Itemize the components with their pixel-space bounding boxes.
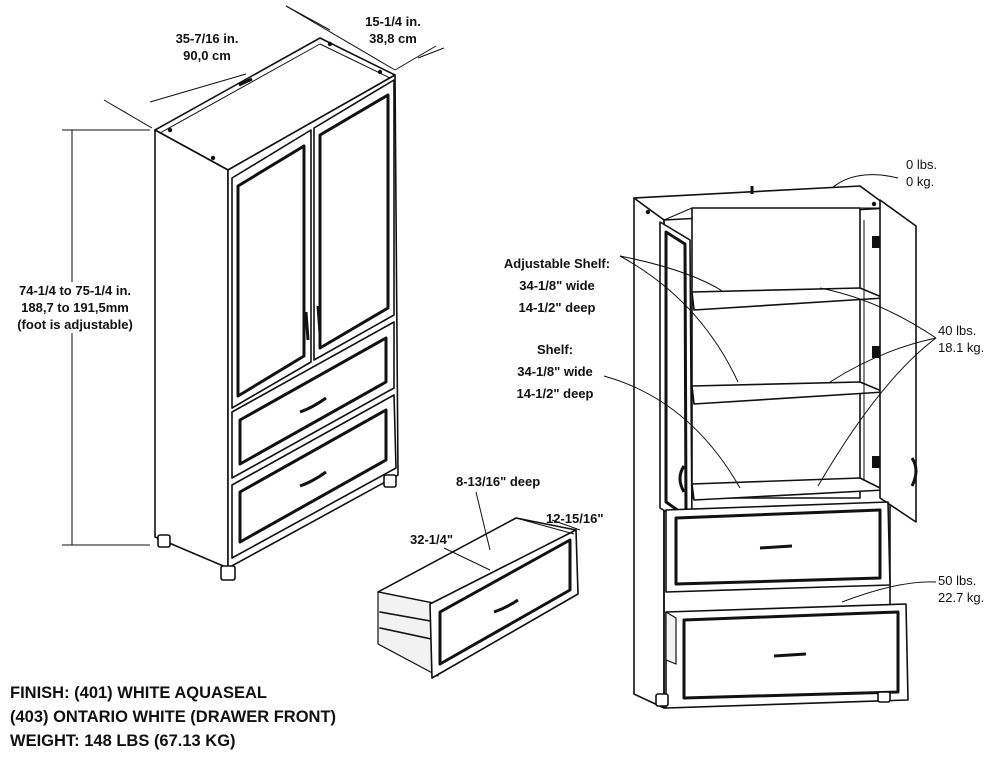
width-cm: 90,0 cm (183, 48, 231, 63)
shelf-load-label: 40 lbs. 18.1 kg. (938, 322, 984, 356)
shelf-load-kg: 18.1 kg. (938, 340, 985, 355)
drawer-height-label: 12-15/16" (546, 511, 604, 526)
adjustable-shelf-wide: 34-1/8" wide (519, 278, 595, 293)
height-note: (foot is adjustable) (17, 317, 133, 332)
finish-spec: FINISH: (401) WHITE AQUASEAL (10, 684, 267, 702)
top-load-lbs: 0 lbs. (906, 157, 938, 172)
depth-dimension-label: 15-1/4 in. 38,8 cm (348, 13, 438, 47)
height-inches: 74-1/4 to 75-1/4 in. (19, 283, 131, 298)
drawer-load-kg: 22.7 kg. (938, 590, 985, 605)
drawer-load-lbs: 50 lbs. (938, 573, 977, 588)
shelf-deep: 14-1/2" deep (516, 386, 594, 401)
shelf-title: Shelf: (536, 342, 574, 357)
shelf-label: Shelf: 34-1/8" wide 14-1/2" deep (500, 339, 610, 405)
adjustable-shelf-label: Adjustable Shelf: 34-1/8" wide 14-1/2" d… (492, 253, 622, 319)
closed-cabinet (62, 5, 445, 581)
drawer-front-spec: (403) ONTARIO WHITE (DRAWER FRONT) (10, 708, 337, 726)
height-dimension-label: 74-1/4 to 75-1/4 in. 188,7 to 191,5mm (f… (0, 282, 150, 333)
adjustable-shelf-deep: 14-1/2" deep (518, 300, 596, 315)
drawer-width-label: 32-1/4" (410, 532, 454, 547)
adjustable-shelf-title: Adjustable Shelf: (503, 256, 611, 271)
shelf-load-lbs: 40 lbs. (938, 323, 977, 338)
depth-inches: 15-1/4 in. (365, 14, 421, 29)
drawer-depth-label: 8-13/16" deep (456, 474, 541, 489)
depth-cm: 38,8 cm (369, 31, 417, 46)
drawer-load-label: 50 lbs. 22.7 kg. (938, 572, 984, 606)
open-cabinet (603, 174, 937, 709)
drawer-box (377, 491, 581, 679)
width-inches: 35-7/16 in. (175, 31, 239, 46)
weight-spec: WEIGHT: 148 LBS (67.13 KG) (10, 732, 236, 750)
width-dimension-label: 35-7/16 in. 90,0 cm (152, 30, 262, 64)
top-load-kg: 0 kg. (906, 174, 935, 189)
top-load-label: 0 lbs. 0 kg. (906, 156, 937, 190)
height-mm: 188,7 to 191,5mm (21, 300, 129, 315)
shelf-wide: 34-1/8" wide (517, 364, 593, 379)
